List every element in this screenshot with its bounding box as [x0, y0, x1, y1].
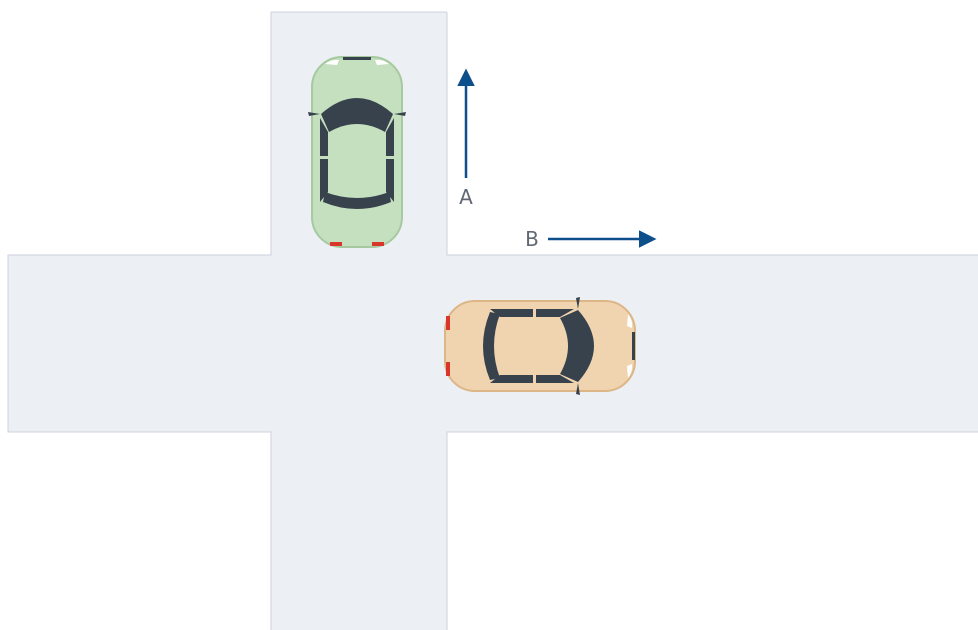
car-a — [308, 57, 406, 247]
tail-light-left — [446, 316, 450, 330]
tail-light-right — [372, 242, 384, 246]
tail-light-left — [330, 242, 342, 246]
label-a: A — [459, 185, 473, 209]
tail-light-right — [446, 362, 450, 376]
label-b: B — [525, 227, 539, 251]
car-b — [445, 297, 635, 395]
